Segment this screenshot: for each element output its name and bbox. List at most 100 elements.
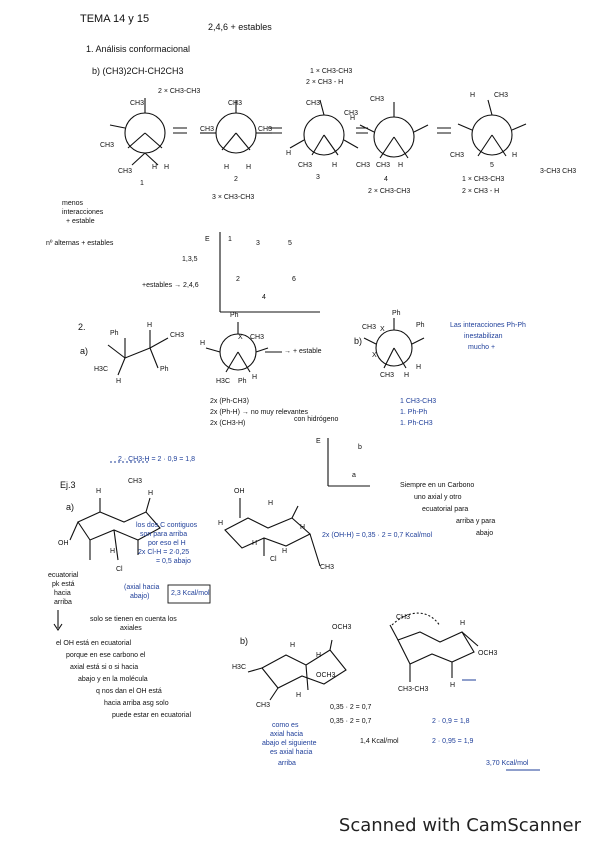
rule-note: ecuatorial para [422,506,469,513]
energy-point: 2 [236,276,240,283]
ecuatorial-note: pk está [52,581,75,588]
p5-bottom: 1 × CH3-CH3 [462,176,505,183]
axial-only-note: axiales [120,625,142,632]
explanation-line: porque en ese carbono el [66,652,146,659]
b-interaction: 1 CH3-CH3 [400,398,437,405]
rule-note: Siempre en un Carbono [400,482,475,489]
chair2-label: OH [234,488,245,495]
p1-label: H [152,164,158,171]
p1-label: CH3 [118,168,133,175]
newman-a-label: CH3 [250,334,265,341]
b-note: inestabilizan [464,333,503,340]
axial-note: (axial hacia [124,584,160,591]
c3-label: H [460,620,466,627]
b-interaction: 1. Ph-CH3 [400,420,433,427]
b-label: Ph [392,310,401,317]
newman-a-label: H [252,374,258,381]
left-note: nº alternas + estables [46,240,114,247]
cyclo-note: son para arriba [140,531,188,538]
p4-label: CH3 [376,162,391,169]
a-label: Ph [110,330,119,337]
newman-a-label: H3C [216,378,231,385]
p5-label: CH3 [450,152,465,159]
left-note: + estable [66,218,95,225]
energy-point: 6 [292,276,296,283]
scanner-watermark: Scanned with CamScanner [338,815,581,836]
ej3-a: a) [66,502,75,512]
interaction-line: 2x (CH3-H) [210,420,246,427]
chair2-label: H [282,548,288,555]
cyclo-note: 2x Cl-H = 2·0,25 [138,549,190,556]
part-b-formula: b) (CH3)2CH-CH2CH3 [92,66,184,76]
oh-calc: 2x (OH-H) = 0,35 · 2 = 0,7 Kcal/mol [322,532,433,539]
b3-label: H [316,652,322,659]
b-interaction: 1. Ph-Ph [400,409,428,416]
section-2-b: b) [354,336,363,346]
ecuatorial-note: arriba [54,599,72,606]
chair2-label: H [268,500,274,507]
p2-label: H [246,164,252,171]
p1-top: 2 × CH3-CH3 [158,88,201,95]
b3-label: H [290,642,296,649]
c3-label: CH3 [396,614,411,621]
b3-label: H3C [232,664,247,671]
rule-note: uno axial y otro [414,494,462,501]
section-1-heading: 1. Análisis conformacional [86,44,191,54]
a-label: Ph [160,366,169,373]
cyclo-label: H [148,490,154,497]
group-246: +estables → 2,4,6 [142,282,199,289]
b3-under: abajo el siguiente [262,740,317,747]
c3-calc: 2 · 0,9 = 1,8 [432,718,470,725]
rule-note: abajo [476,530,494,537]
p3-label: H [286,150,292,157]
b3-calc: 0,35 · 2 = 0,7 [330,718,372,725]
energy-axis-label: E [205,236,210,243]
b3-label: OCH3 [316,672,336,679]
chair2-label: H [218,520,224,527]
left-note: interacciones [62,209,104,216]
p4-bottom: 2 × CH3-CH3 [368,188,411,195]
explanation-line: el OH está en ecuatorial [56,640,132,647]
axial-only-note: solo se tienen en cuenta los [90,616,177,623]
explanation-line: abajo y en la molécula [78,676,148,683]
b3-label: OCH3 [332,624,352,631]
chair2-label: H [252,540,258,547]
a-label: H [116,378,122,385]
c3-label: OCH3 [478,650,498,657]
b3-label: H [296,692,302,699]
chair2-label: H [300,524,306,531]
b3-calc-total: 1,4 Kcal/mol [360,738,399,745]
axial-note: abajo) [130,593,150,600]
cyclo-label: Cl [116,566,123,573]
p2-top: CH3 [228,100,243,107]
b-note: Las interacciones Ph-Ph [450,322,526,329]
p6-label: 3-CH3 CH3 [540,168,577,175]
c3-calc-total: 3,70 Kcal/mol [486,760,529,767]
explanation-line: hacia arriba asg solo [104,700,169,707]
energy-point: 5 [288,240,292,247]
b-note: mucho + [468,344,496,351]
section-2-num: 2. [78,322,86,332]
cyclo-note: por eso el H [148,540,186,547]
newman-a-label: H [200,340,206,347]
left-note: menos [62,200,84,207]
energy-point: 1 [228,236,232,243]
cyclo-note: = 0,5 abajo [156,558,191,565]
p1-number: 1 [140,180,144,187]
chair2-label: Cl [270,556,277,563]
top-equation: 2 · CH3-H = 2 · 0,9 = 1,8 [118,456,196,463]
stable-note: 2,4,6 + estables [208,22,272,32]
p3-top: 2 × CH3 - H [306,79,344,86]
b-label: X [380,326,385,333]
energy-a: a [352,472,356,479]
c3-label: H [450,682,456,689]
explanation-line: puede estar en ecuatorial [112,712,191,719]
b-label: X [372,352,377,359]
b3-calc: 0,35 · 2 = 0,7 [330,704,372,711]
b3-label: CH3 [256,702,271,709]
p4-label: H [350,115,356,122]
p3-label: CH3 [306,100,321,107]
a-label: CH3 [170,332,185,339]
b-label: Ph [416,322,425,329]
page-title: TEMA 14 y 15 [80,13,150,25]
